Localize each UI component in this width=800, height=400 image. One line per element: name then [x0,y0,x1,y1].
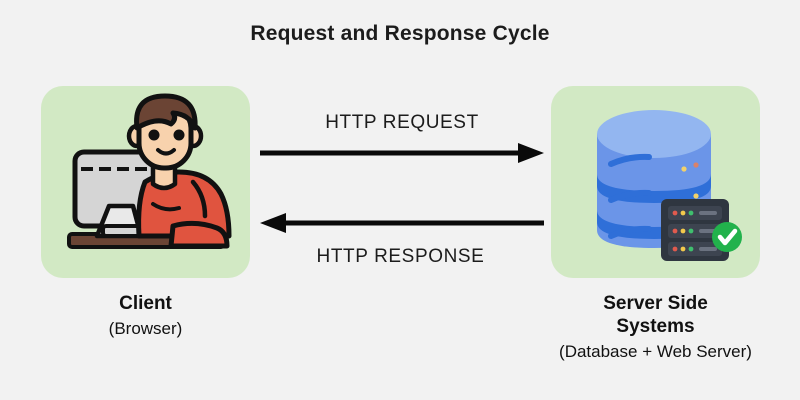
http-request-flow: HTTP REQUEST [258,112,546,163]
server-node-label: Server Side Systems (Database + Web Serv… [511,292,800,363]
page-title: Request and Response Cycle [250,22,550,45]
http-request-label: HTTP REQUEST [325,112,479,133]
client-node-label: Client (Browser) [41,292,250,340]
client-title: Client [119,293,172,314]
client-node-card [41,86,250,278]
http-response-flow: HTTP RESPONSE [255,206,546,268]
database-server-icon [597,110,742,261]
person-at-computer-icon [67,93,232,249]
server-title-line2: Systems [616,316,695,337]
server-title-line1: Server Side [603,293,708,314]
client-subtitle: (Browser) [108,319,183,338]
server-node-card [551,86,760,278]
arrow-right-icon [260,143,544,163]
arrow-left-icon [260,213,544,233]
server-subtitle: (Database + Web Server) [559,342,752,361]
http-response-label: HTTP RESPONSE [316,246,485,267]
